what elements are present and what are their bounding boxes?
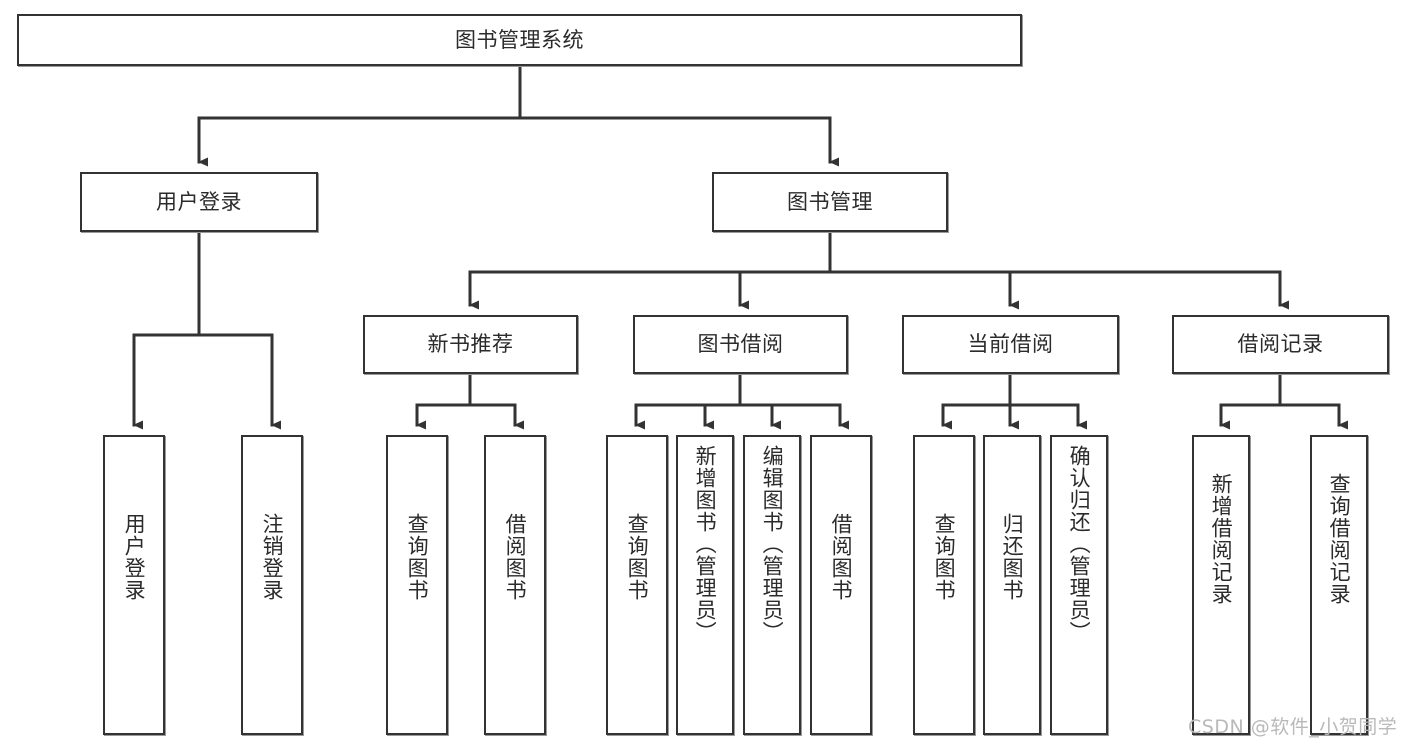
node-leaf-logout-login[interactable]: 注销登录: [241, 435, 303, 735]
node-new-book-recommend-label: 新书推荐: [427, 332, 514, 357]
node-current-borrow[interactable]: 当前借阅: [902, 315, 1119, 374]
node-leaf-borrow-book-rec-label: 借阅图书: [503, 513, 528, 601]
node-leaf-add-book-admin-label: 新增图书（管理员）: [693, 445, 718, 643]
node-leaf-confirm-return-admin-label: 确认归还（管理员）: [1067, 445, 1092, 643]
node-root-label: 图书管理系统: [455, 27, 584, 52]
node-book-borrow[interactable]: 图书借阅: [633, 315, 848, 374]
node-leaf-borrow-book-label: 借阅图书: [829, 513, 854, 601]
node-book-manage[interactable]: 图书管理: [712, 172, 948, 232]
node-borrow-record-label: 借阅记录: [1237, 332, 1324, 357]
node-leaf-logout-login-label: 注销登录: [260, 513, 285, 601]
node-leaf-add-borrow-record[interactable]: 新增借阅记录: [1192, 435, 1250, 735]
node-leaf-edit-book-admin[interactable]: 编辑图书（管理员）: [743, 435, 801, 735]
node-leaf-return-book-label: 归还图书: [1000, 513, 1025, 601]
node-new-book-recommend[interactable]: 新书推荐: [363, 315, 578, 374]
node-leaf-add-borrow-record-label: 新增借阅记录: [1209, 473, 1234, 605]
node-leaf-query-book-rec-label: 查询图书: [405, 513, 430, 601]
node-leaf-edit-book-admin-label: 编辑图书（管理员）: [760, 445, 785, 643]
node-user-login-label: 用户登录: [156, 189, 242, 214]
node-leaf-return-book[interactable]: 归还图书: [983, 435, 1041, 735]
node-current-borrow-label: 当前借阅: [967, 332, 1054, 357]
node-root[interactable]: 图书管理系统: [17, 14, 1022, 66]
node-borrow-record[interactable]: 借阅记录: [1172, 315, 1389, 374]
node-leaf-user-login-label: 用户登录: [122, 513, 147, 601]
node-leaf-query-book-cur[interactable]: 查询图书: [913, 435, 975, 735]
node-leaf-query-borrow-record-label: 查询借阅记录: [1327, 473, 1352, 605]
node-leaf-borrow-book-rec[interactable]: 借阅图书: [484, 435, 546, 735]
node-book-borrow-label: 图书借阅: [697, 332, 784, 357]
node-leaf-query-book-rec[interactable]: 查询图书: [386, 435, 448, 735]
node-book-manage-label: 图书管理: [787, 189, 873, 214]
node-user-login[interactable]: 用户登录: [80, 172, 318, 232]
node-leaf-query-book-borrow[interactable]: 查询图书: [606, 435, 668, 735]
node-leaf-user-login[interactable]: 用户登录: [103, 435, 165, 735]
node-leaf-query-book-borrow-label: 查询图书: [625, 513, 650, 601]
csdn-watermark: CSDN @软件_小贺同学: [1188, 716, 1398, 738]
node-leaf-query-book-cur-label: 查询图书: [932, 513, 957, 601]
node-leaf-confirm-return-admin[interactable]: 确认归还（管理员）: [1050, 435, 1108, 735]
node-leaf-borrow-book[interactable]: 借阅图书: [810, 435, 872, 735]
node-leaf-query-borrow-record[interactable]: 查询借阅记录: [1310, 435, 1368, 735]
node-leaf-add-book-admin[interactable]: 新增图书（管理员）: [676, 435, 734, 735]
